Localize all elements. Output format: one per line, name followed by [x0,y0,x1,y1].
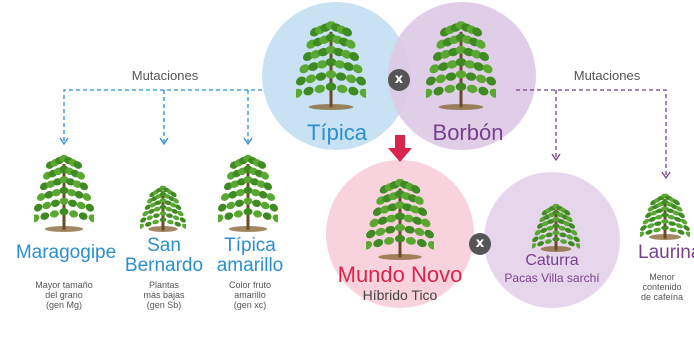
san-bernardo-label: San Bernardo [124,235,204,276]
laurina-desc: Menor contenido de cafeína [640,272,684,302]
laurina-label: Laurina [638,242,694,263]
arrow-head-2 [159,137,169,146]
mundo-novo-label: Mundo Novo [337,262,463,287]
caturra-circle [484,172,620,308]
tree-borbon-icon [422,18,500,110]
maragogipe-label: Maragogipe [15,242,117,263]
tree-mundo-novo-icon [362,176,438,260]
tree-laurina-icon [637,192,693,240]
cross-icon-top: x [388,69,410,91]
tree-maragogipe-icon [30,152,98,232]
arrow-head-5 [661,171,671,180]
down-arrow [388,135,412,162]
san-bernardo-desc: Plantas más bajas (gen Sb) [143,280,185,310]
tree-san-bernardo-icon [137,184,189,232]
tree-caturra-icon [529,202,583,252]
hibrido-tico-label: Híbrido Tico [362,287,438,303]
caturra-subtitle: Pacas Villa sarchí [504,271,600,285]
left-mutation-line [63,89,262,142]
arrow-head-3 [243,137,253,146]
arrow-head-1 [59,137,69,146]
tipica-amarillo-label: Típica amarillo [216,235,284,276]
maragogipe-desc: Mayor tamaño del grano (gen Mg) [35,280,93,310]
borbon-label: Borbón [432,120,504,145]
caturra-label: Caturra [525,252,579,269]
tree-tipica-amarillo-icon [214,152,282,232]
tipica-amarillo-desc: Color fruto amarillo (gen xc) [228,280,272,310]
right-mutation-line [516,89,667,176]
arrow-head-4 [551,153,561,162]
mutations-label-left: Mutaciones [131,68,199,83]
mutations-label-right: Mutaciones [573,68,641,83]
tree-tipica-icon [292,18,370,110]
tipica-label: Típica [307,120,367,145]
cross-icon-bottom: x [469,233,491,255]
